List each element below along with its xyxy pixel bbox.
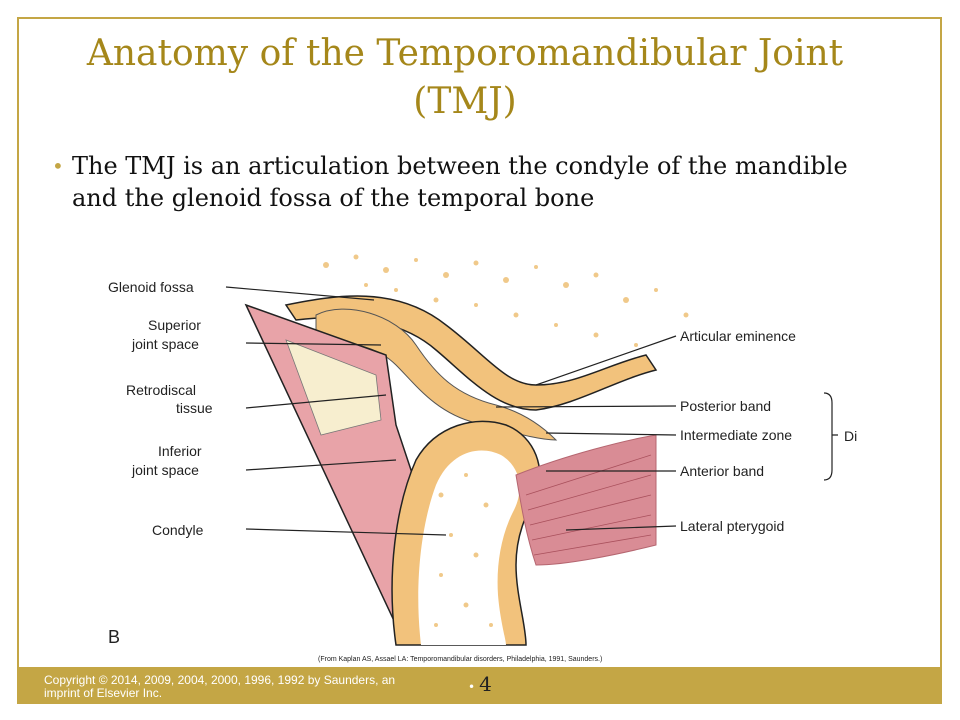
panel-letter: B [108,627,120,647]
copyright-text: Copyright © 2014, 2009, 2004, 2000, 1996… [44,673,396,700]
tmj-diagram: Glenoid fossa Superior joint space Retro… [96,245,866,665]
label-inferior-1: Inferior [158,443,202,459]
bullet-text: The TMJ is an articulation between the c… [72,152,848,212]
muscle-fibers [525,454,652,556]
label-superior-2: joint space [131,336,199,352]
label-inferior-2: joint space [131,462,199,478]
label-retrodiscal-2: tissue [176,400,213,416]
label-disc: Di [844,428,857,444]
articular-disc [315,308,558,441]
page-bullet-icon: • [468,680,476,694]
label-condyle: Condyle [152,522,204,538]
label-articular-eminence: Articular eminence [680,328,796,344]
page-number-value: 4 [479,672,492,696]
condyle-marrow [418,450,520,645]
page-number: •4 [468,672,492,696]
temporal-bone-outline [284,295,658,411]
figure-credit: (From Kaplan AS, Assael LA: Temporomandi… [318,656,602,663]
temporal-bone-speckles [323,254,689,347]
slide-title: Anatomy of the Temporomandibular Joint (… [86,33,844,122]
label-lateral-pterygoid: Lateral pterygoid [680,518,784,534]
retrodiscal-tissue [285,339,382,436]
label-intermediate-zone: Intermediate zone [680,427,792,443]
footer-bar [17,667,942,704]
condyle-speckles [434,473,493,627]
leader-lines [225,286,677,536]
disc-bracket [823,392,838,481]
label-posterior-band: Posterior band [680,398,771,414]
bullet-item: • The TMJ is an articulation between the… [52,150,872,214]
tmj-diagram-svg: Glenoid fossa Superior joint space Retro… [108,254,857,663]
lateral-pterygoid-muscle [515,434,657,566]
bullet-dot-icon: • [52,154,64,178]
label-glenoid-fossa: Glenoid fossa [108,279,194,295]
label-anterior-band: Anterior band [680,463,764,479]
label-retrodiscal-1: Retrodiscal [126,382,196,398]
label-superior-1: Superior [148,317,201,333]
